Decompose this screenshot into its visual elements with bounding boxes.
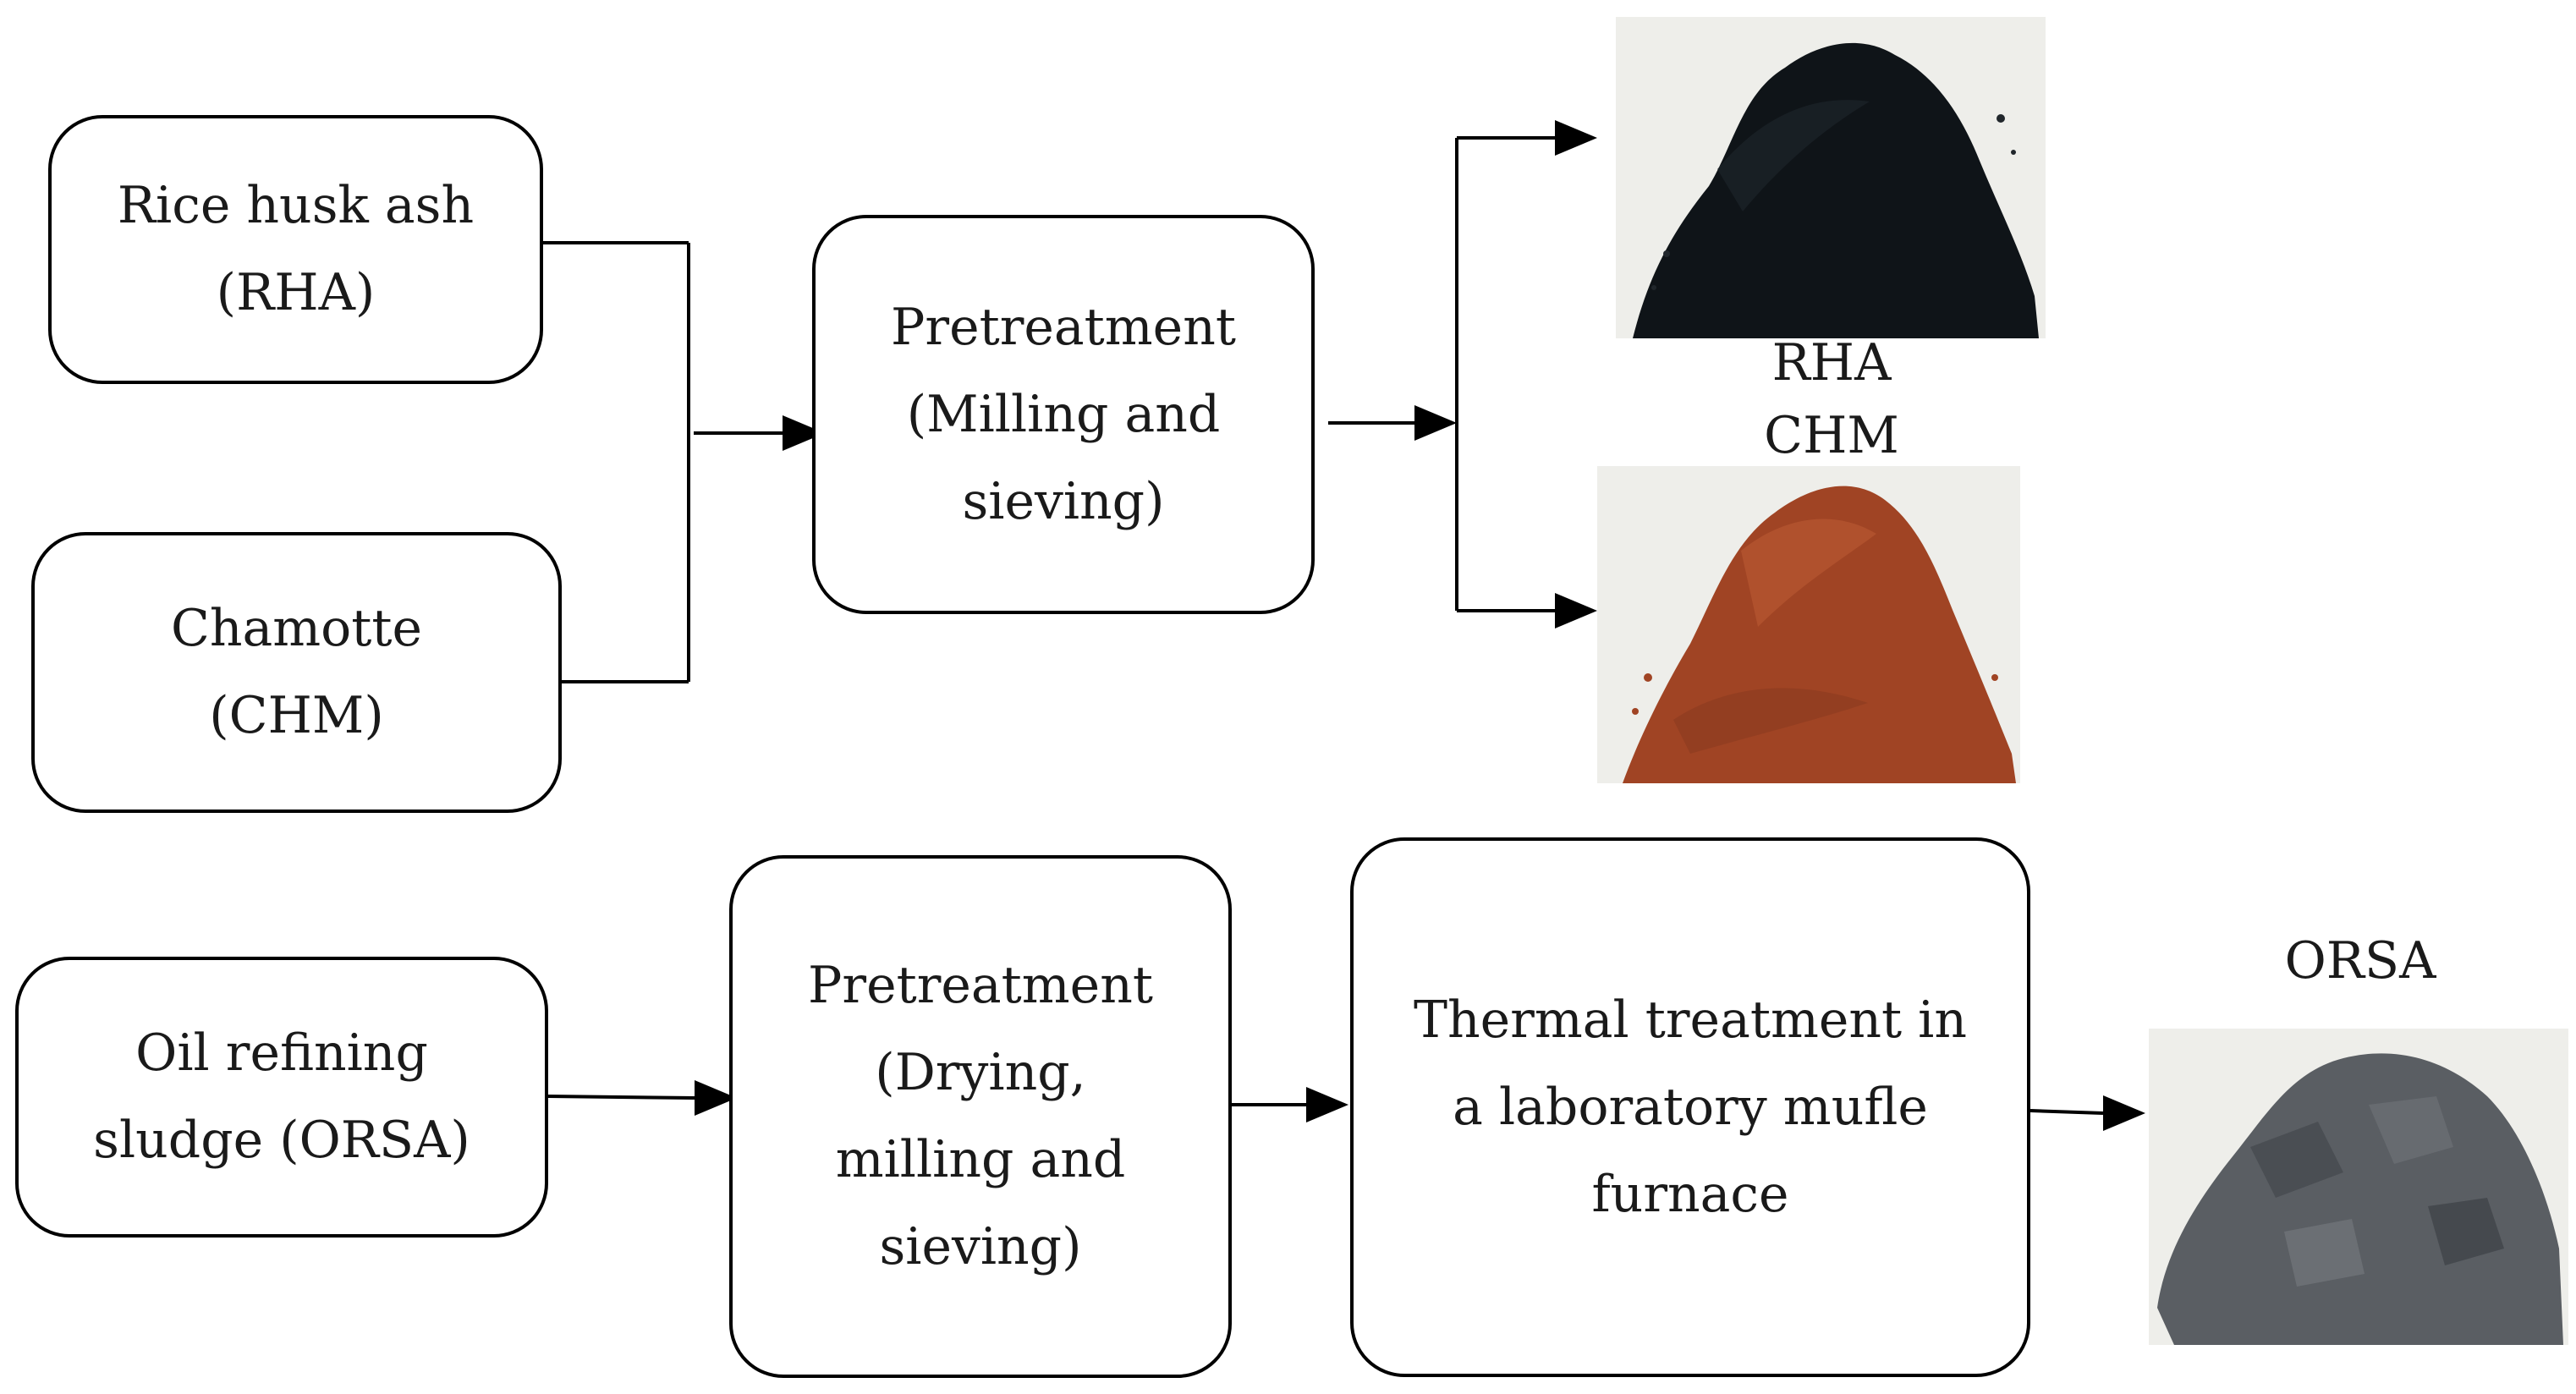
rha-product-label: RHA <box>1771 333 1892 392</box>
arrow-to-chm-product <box>1555 593 1597 628</box>
pretreat2-line-2: (Drying, <box>875 1043 1086 1102</box>
arrow-to-orsa-product <box>2103 1095 2145 1131</box>
arrow-to-thermal <box>1306 1087 1348 1122</box>
pretreatment-drying-box: Pretreatment (Drying, milling and sievin… <box>729 855 1232 1378</box>
pretreat1-line-2: (Milling and <box>906 384 1221 444</box>
thermal-line-3: furnace <box>1591 1164 1789 1224</box>
rha-box-line-2: (RHA) <box>216 263 376 322</box>
chm-box-line-1: Chamotte <box>170 599 423 658</box>
pretreat2-line-1: Pretreatment <box>808 956 1153 1015</box>
pretreat1-line-1: Pretreatment <box>891 297 1236 357</box>
arrow-to-split <box>1414 405 1457 441</box>
pretreatment-milling-box: Pretreatment (Milling and sieving) <box>812 215 1315 614</box>
orsa-box-line-1: Oil refining <box>135 1024 428 1083</box>
oil-refining-sludge-box: Oil refining sludge (ORSA) <box>15 957 548 1238</box>
pretreat1-line-3: sieving) <box>962 471 1165 531</box>
pretreat2-line-3: milling and <box>835 1130 1126 1189</box>
chm-box-line-2: (CHM) <box>209 686 384 745</box>
rice-husk-ash-box: Rice husk ash (RHA) <box>48 115 543 384</box>
orsa-powder-photo <box>2149 1029 2568 1345</box>
thermal-treatment-box: Thermal treatment in a laboratory mufle … <box>1350 837 2030 1377</box>
arrow-to-pretreatment-1 <box>783 415 825 451</box>
thermal-line-1: Thermal treatment in <box>1413 990 1968 1050</box>
pretreat2-line-4: sieving) <box>879 1217 1082 1276</box>
orsa-box-line-2: sludge (ORSA) <box>93 1111 470 1170</box>
chm-powder-photo <box>1597 466 2020 783</box>
orsa-powder-pile <box>2157 1053 2563 1345</box>
arrow-to-rha-product <box>1555 120 1597 156</box>
thermal-line-2: a laboratory mufle <box>1453 1077 1928 1137</box>
chamotte-box: Chamotte (CHM) <box>31 532 562 813</box>
chm-product-label: CHM <box>1764 406 1899 465</box>
rha-powder-pile <box>1633 42 2039 338</box>
rha-box-line-1: Rice husk ash <box>117 176 475 235</box>
orsa-product-label: ORSA <box>2284 931 2436 991</box>
rha-powder-photo <box>1616 17 2046 338</box>
arrow-to-pretreatment-2 <box>695 1080 737 1116</box>
